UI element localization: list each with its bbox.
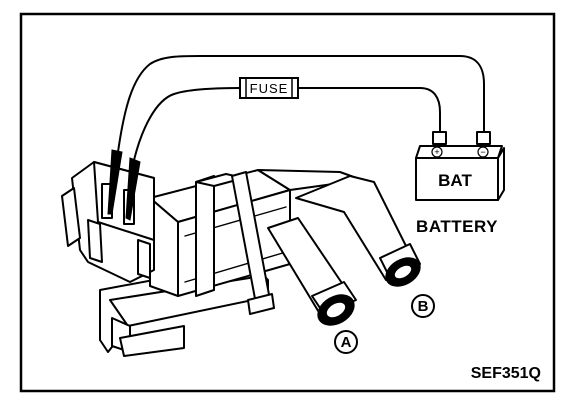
callout-a-label: A [341, 334, 352, 351]
port-a-bore [326, 302, 346, 318]
figure-code: SEF351Q [471, 365, 541, 382]
valve-clamp [195, 175, 215, 297]
battery-lid [415, 145, 503, 159]
battery-case-side [497, 147, 505, 201]
test-wiring [117, 55, 485, 161]
hose-port-a [267, 217, 357, 326]
battery-case-label: BAT [438, 171, 472, 190]
callout-port-b: B [411, 294, 435, 318]
battery-negative-post [476, 131, 491, 145]
connector-lock-tab [61, 187, 81, 247]
battery-positive-sign: + [434, 147, 439, 157]
wire-to-fuse [133, 87, 241, 161]
callout-b-label: B [418, 298, 429, 315]
connector-side-rib [137, 239, 151, 279]
fuse: FUSE [239, 77, 299, 99]
fuse-label: FUSE [250, 81, 289, 96]
wire-to-battery-negative [117, 55, 485, 153]
callout-port-a: A [334, 330, 358, 354]
valve-base-foot-bottom [119, 325, 185, 357]
test-probes [107, 149, 141, 221]
battery: + − BAT [415, 131, 505, 201]
callout-a-circle [334, 330, 358, 354]
valve-clamp-foot [247, 293, 275, 315]
probe-tip-positive [125, 157, 141, 221]
battery-negative-sign: − [480, 147, 485, 157]
port-b-bore [394, 265, 412, 279]
connector-side-rib [87, 219, 103, 263]
solenoid-valve [61, 161, 363, 357]
fuse-body [239, 77, 299, 99]
probe-tip-negative [107, 149, 123, 215]
callout-b-circle [411, 294, 435, 318]
battery-caption: BATTERY [416, 217, 498, 236]
hose-port-b [295, 175, 421, 287]
battery-positive-post [432, 131, 447, 145]
wire-fuse-to-battery-positive [297, 87, 441, 139]
